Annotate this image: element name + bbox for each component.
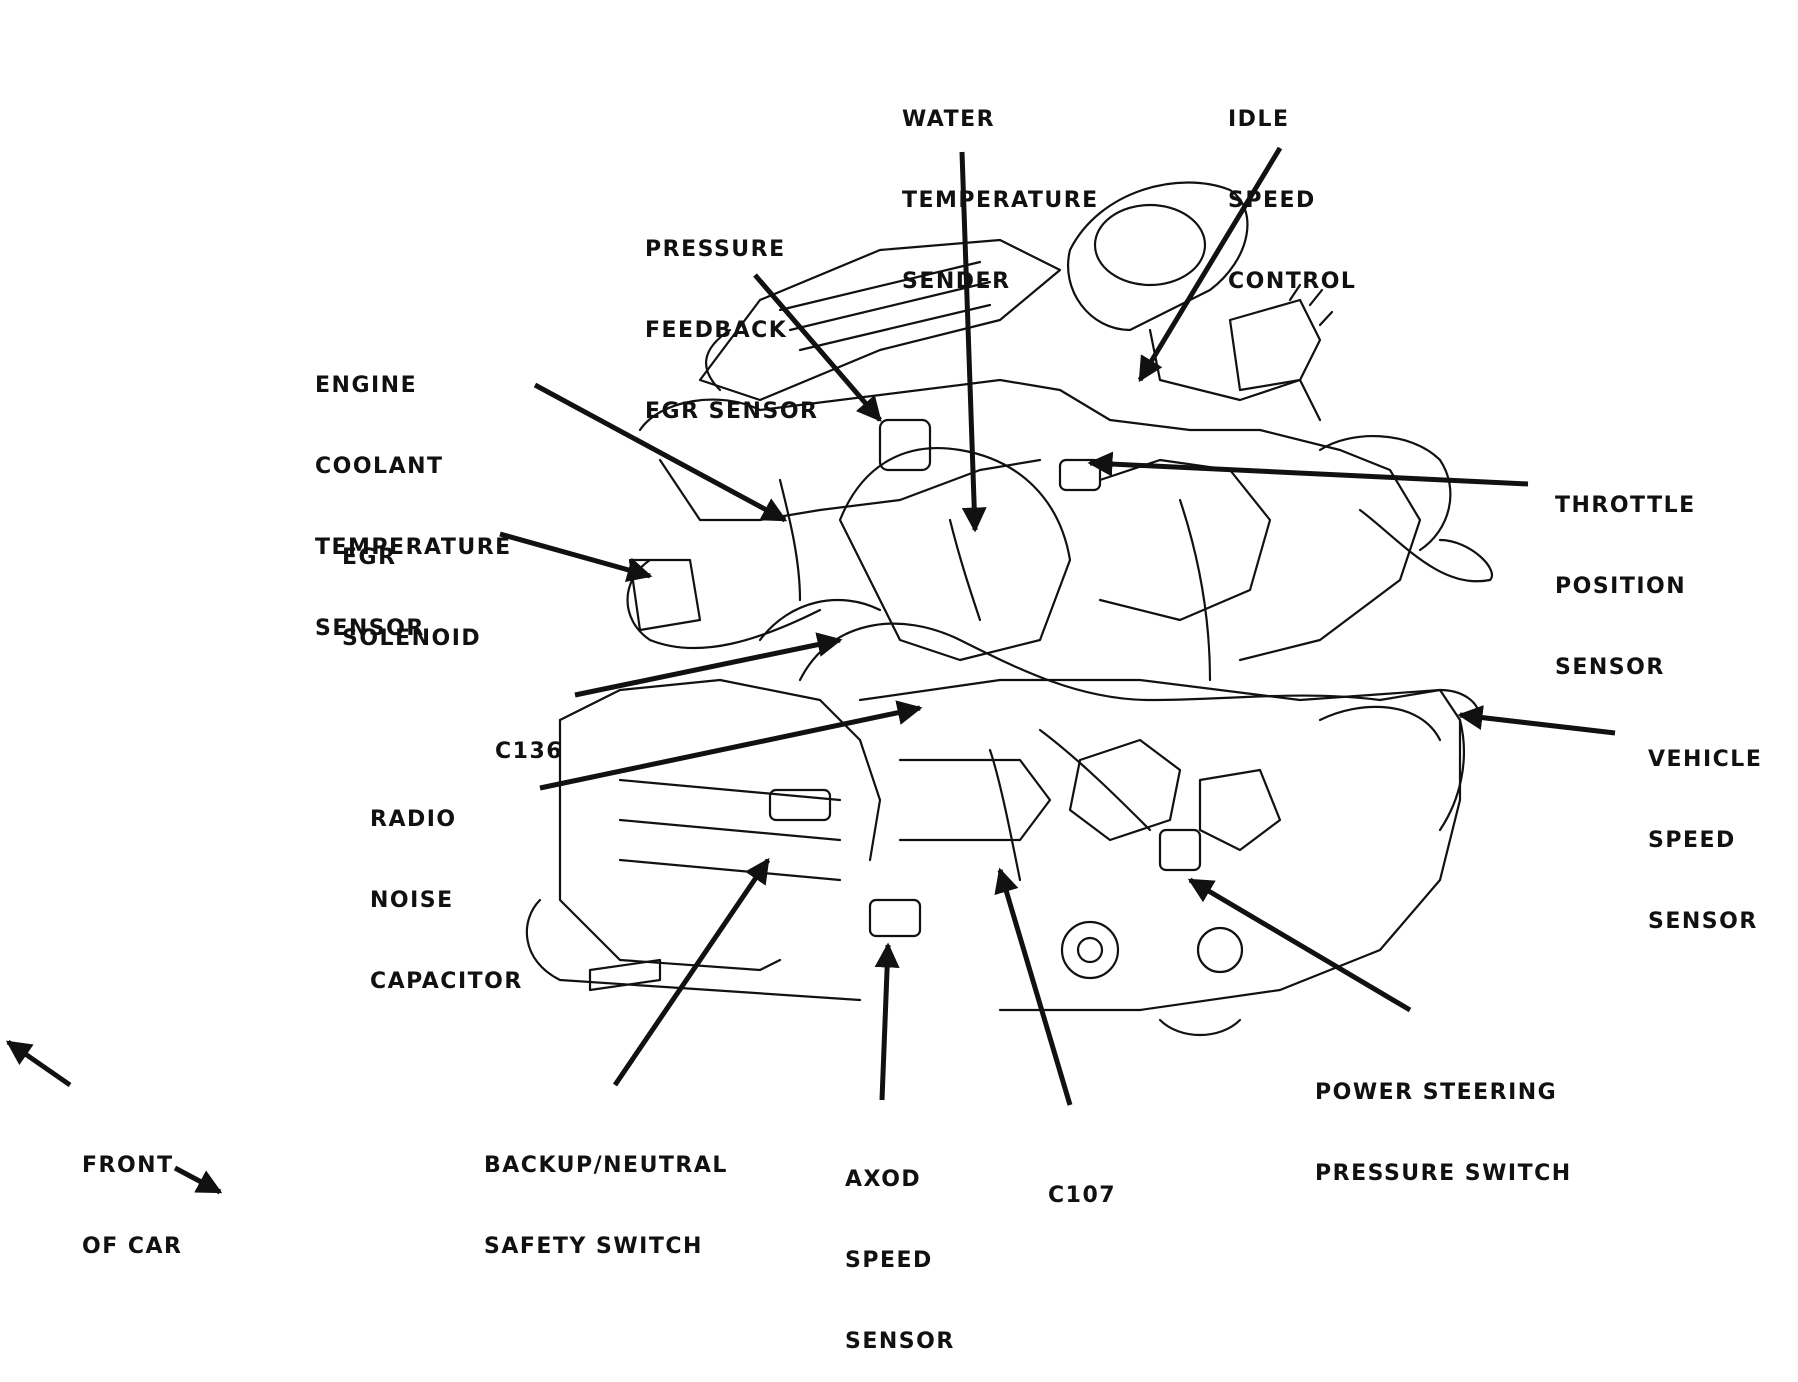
label-line: SENSOR [315, 616, 425, 641]
arrow-throttle-position-sensor [1087, 451, 1529, 487]
label-line: POWER STEERING [1315, 1080, 1558, 1105]
arrow-backup-neutral-safety-switch [612, 857, 771, 1087]
arrow-water-temperature-sender [959, 151, 987, 533]
label-engine-coolant-temperature-sensor: ENGINE COOLANT TEMPERATURE SENSOR [315, 318, 512, 669]
label-power-steering-pressure-switch: POWER STEERING PRESSURE SWITCH [1315, 1025, 1572, 1214]
label-backup-neutral-safety-switch: BACKUP/NEUTRAL SAFETY SWITCH [484, 1098, 728, 1287]
label-line: OF CAR [82, 1234, 183, 1259]
label-line: SPEED [845, 1248, 933, 1273]
engine-diagram [5, 146, 1616, 1195]
label-line: ENGINE [315, 373, 418, 398]
label-axod-speed-sensor: AXOD SPEED SENSOR [845, 1112, 955, 1382]
label-line: C136 [495, 739, 564, 764]
label-line: TEMPERATURE [315, 535, 512, 560]
label-pressure-feedback-egr-sensor: PRESSURE FEEDBACK EGR SENSOR [645, 182, 818, 452]
label-radio-noise-capacitor: RADIO NOISE CAPACITOR [370, 752, 523, 1022]
label-line: SPEED [1648, 828, 1736, 853]
engine-illustration [525, 181, 1493, 1037]
label-c107: C107 [1048, 1128, 1116, 1236]
label-line: EGR [342, 545, 397, 570]
label-line: THROTTLE [1555, 493, 1696, 518]
leader-arrows [5, 146, 1616, 1195]
label-line: CONTROL [1228, 269, 1357, 294]
label-line: COOLANT [315, 454, 444, 479]
label-line: RADIO [370, 807, 457, 832]
label-line: SPEED [1228, 188, 1316, 213]
label-c136: C136 [495, 684, 563, 792]
label-front-of-car: FRONT OF CAR [82, 1098, 183, 1287]
label-line: SAFETY SWITCH [484, 1234, 703, 1259]
label-line: CAPACITOR [370, 969, 523, 994]
label-line: TEMPERATURE [902, 188, 1099, 213]
label-line: EGR SENSOR [645, 399, 819, 424]
label-line: PRESSURE SWITCH [1315, 1161, 1572, 1186]
arrow-egr-solenoid [499, 531, 653, 582]
label-line: SENDER [902, 269, 1011, 294]
arrow-c136 [574, 632, 843, 698]
arrow-pressure-feedback-egr-sensor [753, 273, 882, 422]
label-line: WATER [902, 107, 996, 132]
label-line: NOISE [370, 888, 454, 913]
label-line: VEHICLE [1648, 747, 1763, 772]
label-line: PRESSURE [645, 237, 786, 262]
label-water-temperature-sender: WATER TEMPERATURE SENDER [902, 52, 1099, 322]
label-line: C107 [1048, 1183, 1117, 1208]
label-line: AXOD [845, 1167, 922, 1192]
label-line: SOLENOID [342, 626, 482, 651]
arrow-power-steering-pressure-switch [1187, 877, 1412, 1013]
arrow-engine-coolant-temperature-sensor [533, 382, 788, 523]
label-line: SENSOR [1648, 909, 1758, 934]
arrow-front-of-car-tail [173, 1165, 223, 1195]
arrow-c107 [994, 867, 1073, 1106]
label-line: IDLE [1228, 107, 1290, 132]
arrow-vehicle-speed-sensor [1457, 705, 1616, 736]
label-line: SENSOR [845, 1329, 955, 1354]
arrow-axod-speed-sensor [874, 942, 900, 1101]
label-line: FEEDBACK [645, 318, 788, 343]
label-line: POSITION [1555, 574, 1687, 599]
arrow-radio-noise-capacitor [539, 700, 923, 791]
label-line: SENSOR [1555, 655, 1665, 680]
label-throttle-position-sensor: THROTTLE POSITION SENSOR [1555, 438, 1696, 708]
arrow-front-of-car [5, 1039, 72, 1088]
label-line: BACKUP/NEUTRAL [484, 1153, 728, 1178]
label-idle-speed-control: IDLE SPEED CONTROL [1228, 52, 1356, 322]
label-egr-solenoid: EGR SOLENOID [342, 490, 481, 679]
arrow-idle-speed-control [1137, 146, 1283, 383]
label-vehicle-speed-sensor: VEHICLE SPEED SENSOR [1648, 692, 1762, 962]
label-line: FRONT [82, 1153, 174, 1178]
